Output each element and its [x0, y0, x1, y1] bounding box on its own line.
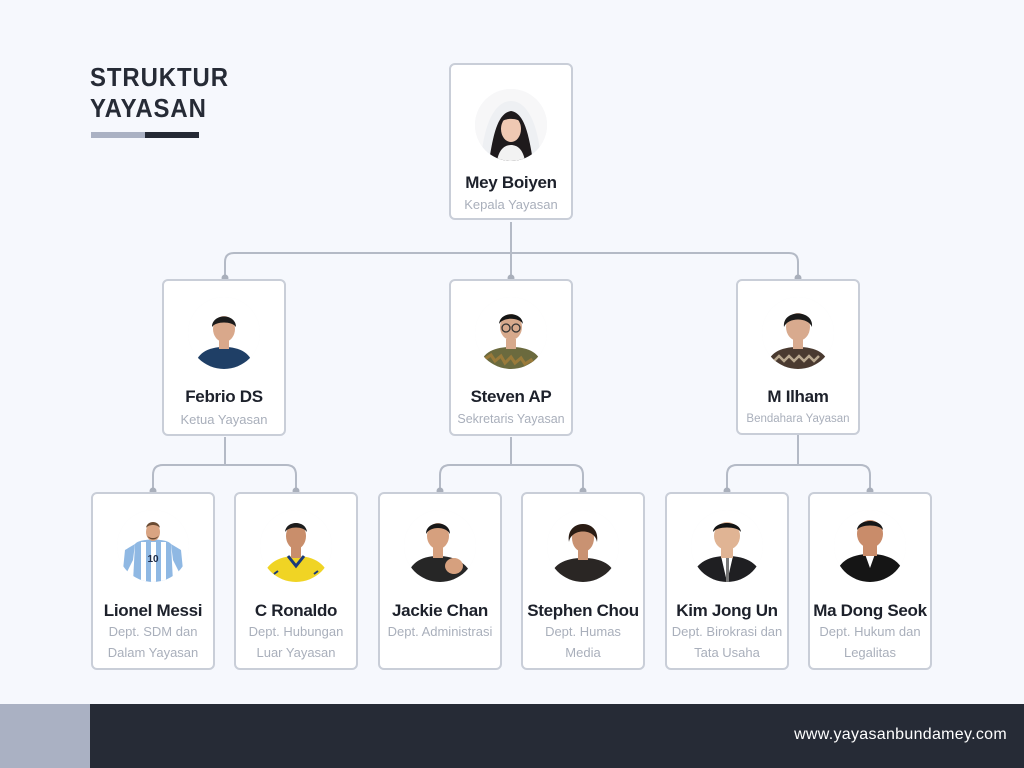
svg-text:10: 10: [147, 554, 159, 565]
person-role: Ketua Yayasan: [180, 412, 268, 427]
title-underline: [91, 132, 199, 138]
org-card-level3: 10 Lionel Messi Dept. SDM dan Dalam Yaya…: [91, 492, 215, 670]
person-role: Kepala Yayasan: [464, 197, 558, 212]
org-card-level2: Febrio DS Ketua Yayasan: [162, 279, 286, 436]
person-role: Dept. Birokrasi dan Tata Usaha: [671, 624, 783, 660]
org-card-level3: C Ronaldo Dept. Hubungan Luar Yayasan: [234, 492, 358, 670]
person-photo: [260, 510, 332, 582]
person-photo: [404, 510, 476, 582]
org-card-head: Mey Boiyen Kepala Yayasan: [449, 63, 573, 220]
person-photo: [834, 510, 906, 582]
org-card-level2: M Ilham Bendahara Yayasan: [736, 279, 860, 435]
person-name: Lionel Messi: [103, 601, 203, 620]
person-photo: [547, 510, 619, 582]
person-photo: 10: [117, 510, 189, 582]
person-name: Stephen Chou: [527, 601, 639, 620]
page-title-line1: STRUKTUR: [90, 62, 229, 92]
title-underline-light: [91, 132, 145, 138]
page-title-line2: YAYASAN: [90, 93, 207, 123]
person-name: Ma Dong Seok: [813, 601, 927, 620]
person-role: Sekretaris Yayasan: [457, 412, 565, 426]
page-title: STRUKTUR YAYASAN: [90, 62, 229, 124]
person-role: Bendahara Yayasan: [746, 413, 850, 425]
person-role: Dept. Administrasi: [387, 624, 493, 639]
org-card-level3: Jackie Chan Dept. Administrasi: [378, 492, 502, 670]
person-name: Mey Boiyen: [465, 173, 557, 192]
footer-bar: [90, 704, 1024, 768]
person-role: Dept. Hubungan Luar Yayasan: [248, 624, 344, 660]
person-name: Febrio DS: [185, 387, 263, 406]
person-name: Kim Jong Un: [676, 601, 778, 620]
person-name: Jackie Chan: [392, 601, 488, 620]
person-name: C Ronaldo: [254, 601, 338, 620]
person-photo: [475, 89, 547, 161]
person-name: M Ilham: [767, 387, 829, 406]
person-role: Dept. SDM dan Dalam Yayasan: [107, 624, 199, 660]
person-name: Steven AP: [470, 387, 552, 406]
title-underline-dark: [145, 132, 199, 138]
org-card-level3: Kim Jong Un Dept. Birokrasi dan Tata Usa…: [665, 492, 789, 670]
person-photo: [475, 297, 547, 369]
person-photo: [188, 297, 260, 369]
footer-website-url: www.yayasanbundamey.com: [794, 726, 1007, 743]
org-card-level3: Stephen Chou Dept. Humas Media: [521, 492, 645, 670]
footer-accent-block: [0, 704, 90, 768]
org-card-level3: Ma Dong Seok Dept. Hukum dan Legalitas: [808, 492, 932, 670]
person-photo: [691, 510, 763, 582]
person-role: Dept. Humas Media: [545, 624, 621, 660]
person-photo: [762, 297, 834, 369]
person-role: Dept. Hukum dan Legalitas: [819, 624, 921, 660]
org-card-level2: Steven AP Sekretaris Yayasan: [449, 279, 573, 436]
